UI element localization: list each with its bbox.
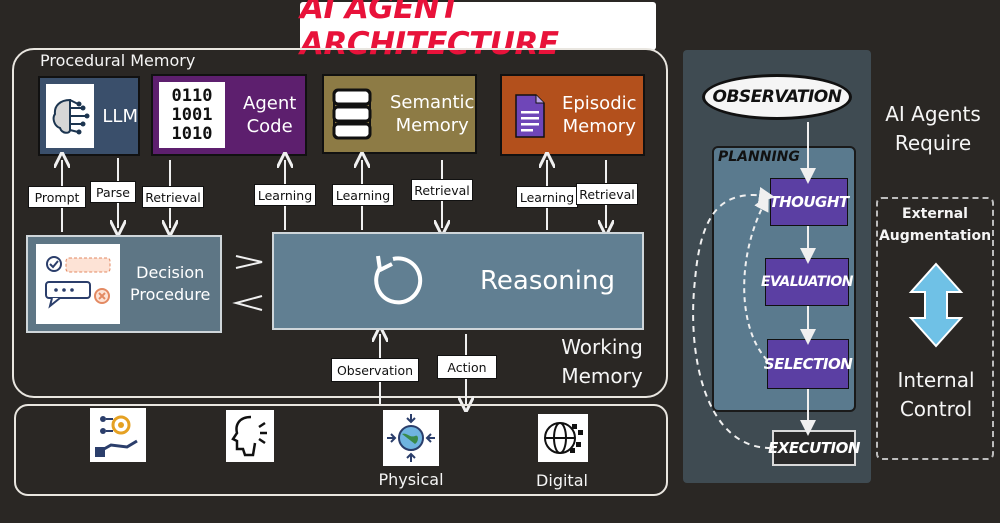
reasoning-box: Reasoning <box>272 232 644 330</box>
learning-label: Learning <box>516 186 578 208</box>
reasoning-label: Reasoning <box>480 266 615 296</box>
binary-row: 1010 <box>171 123 213 144</box>
external-augmentation-label: External Augmentation <box>878 206 992 244</box>
decision-chat-icon <box>36 244 120 324</box>
brain-circuit-icon <box>46 84 95 148</box>
parse-label: Parse <box>90 181 136 203</box>
digital-label: Digital <box>536 471 588 490</box>
page-title: AI AGENT ARCHITECTURE <box>300 0 656 62</box>
working-memory-label: Working Memory <box>561 335 643 388</box>
globe-arrows-icon <box>383 410 439 466</box>
episodic-memory-label: Episodic Memory <box>562 93 637 137</box>
refresh-cycle-icon <box>358 246 428 316</box>
binary-row: 0110 <box>171 85 213 106</box>
llm-box: LLM <box>38 76 140 156</box>
internal-control-label: Internal Control <box>897 368 975 421</box>
environment-frame <box>14 404 668 496</box>
binary-code-icon: 0110 1001 1010 <box>159 82 225 148</box>
bidirectional-arrow-icon <box>907 262 965 348</box>
semantic-memory-box: Semantic Memory <box>322 74 477 154</box>
learning-label: Learning <box>254 184 316 206</box>
thought-node: THOUGHT <box>769 178 849 226</box>
selection-node: SELECTION <box>764 339 853 389</box>
retrieval-label: Retrieval <box>576 183 638 205</box>
digital-globe-icon <box>538 414 588 462</box>
augmentation-frame <box>876 197 994 460</box>
agent-code-label: Agent Code <box>243 93 297 137</box>
execution-node: EXECUTION <box>768 430 860 466</box>
document-icon <box>510 85 550 145</box>
action-label: Action <box>437 355 497 379</box>
prompt-label: Prompt <box>28 186 86 208</box>
procedural-memory-frame <box>12 48 668 398</box>
evaluation-node: EVALUATION <box>761 258 854 306</box>
agent-code-box: 0110 1001 1010 Agent Code <box>151 74 307 156</box>
speaking-head-icon <box>226 410 274 462</box>
decision-procedure-label: Decision Procedure <box>130 263 211 304</box>
episodic-memory-box: Episodic Memory <box>500 74 645 156</box>
observation-label: Observation <box>331 358 419 382</box>
ai-agents-require-label: AI Agents Require <box>885 102 981 155</box>
procedural-memory-label: Procedural Memory <box>36 51 200 70</box>
physical-label: Physical <box>378 470 444 489</box>
learning-label: Learning <box>332 184 394 206</box>
llm-label: LLM <box>102 105 138 127</box>
retrieval-label: Retrieval <box>142 186 204 208</box>
database-icon <box>330 82 374 146</box>
observation-node: OBSERVATION <box>702 74 852 120</box>
observation-node-label: OBSERVATION <box>712 87 843 107</box>
binary-row: 1001 <box>171 104 213 125</box>
retrieval-label: Retrieval <box>411 179 473 201</box>
decision-procedure-box: Decision Procedure <box>26 235 222 333</box>
planning-label: PLANNING <box>718 149 800 165</box>
robot-hand-gear-icon <box>90 408 146 462</box>
semantic-memory-label: Semantic Memory <box>390 92 475 136</box>
